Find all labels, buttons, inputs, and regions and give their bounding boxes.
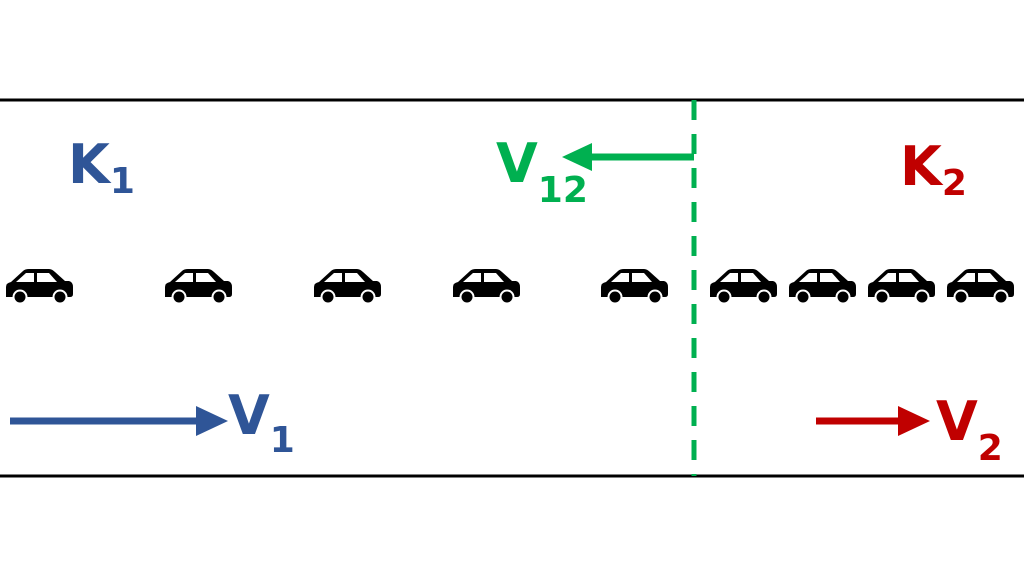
car-icon [789,269,856,304]
upstream-speed-v1-label: V1 [228,384,295,461]
v1-main: V [228,384,270,447]
k2-sub: 2 [942,163,967,204]
downstream-cars [710,269,1014,304]
k1-sub: 1 [110,161,135,202]
v12-main: V [496,132,538,195]
upstream-cars [6,269,668,304]
v2-main: V [936,390,978,453]
car-icon [947,269,1014,304]
car-icon [601,269,668,304]
k1-main: K [68,133,112,196]
arrow-left-icon [562,143,592,171]
v12-sub: 12 [538,170,588,211]
car-icon [165,269,232,304]
k2-main: K [900,135,944,198]
density-k1-label: K1 [68,133,135,202]
car-icon [453,269,520,304]
car-icon [710,269,777,304]
shockwave-speed-v12-label: V12 [496,132,588,211]
car-icon [868,269,935,304]
v2-sub: 2 [978,428,1003,469]
car-icon [6,269,73,304]
car-icon [314,269,381,304]
arrow-right-icon [898,406,930,436]
arrow-right-icon [196,406,228,436]
downstream-speed-v2-label: V2 [936,390,1003,469]
density-k2-label: K2 [900,135,967,204]
v1-sub: 1 [270,420,295,461]
